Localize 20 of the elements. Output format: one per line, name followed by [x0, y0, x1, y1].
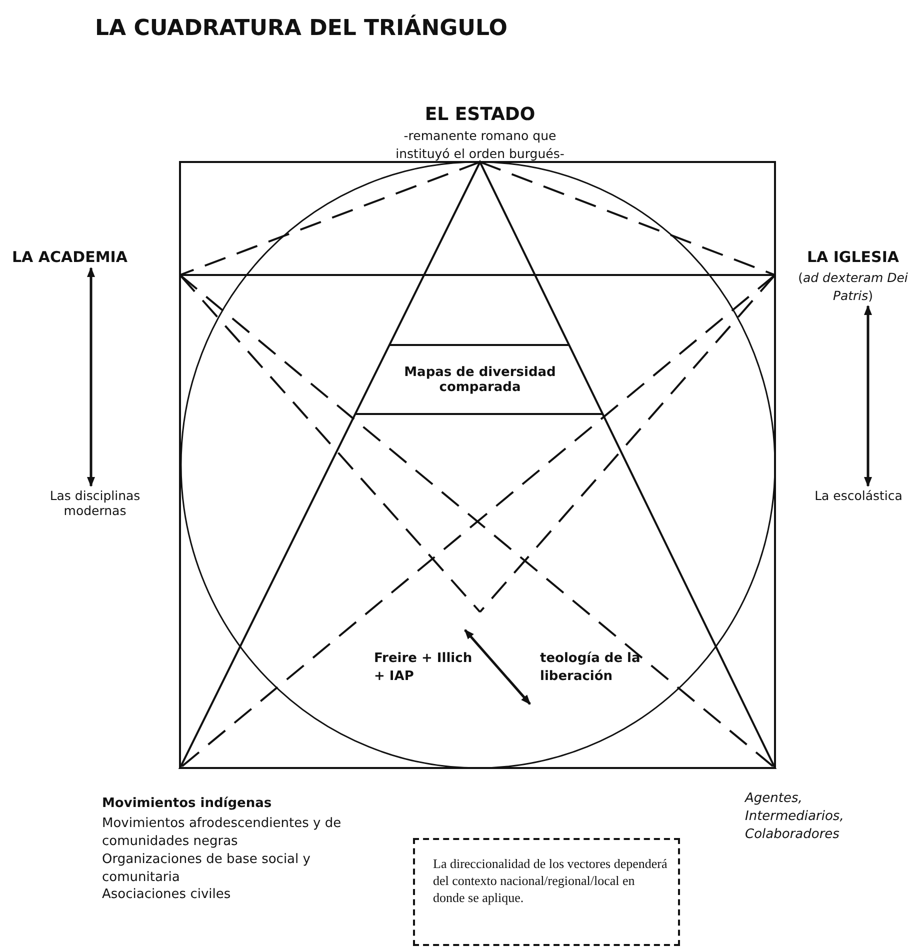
- double-arrow: [87, 267, 95, 487]
- group-heading: Movimientos indígenas: [102, 796, 273, 811]
- vertex-caption: Agentes, Intermediarios, Colaboradores: [745, 790, 845, 844]
- inner-label: teología de la liberación: [540, 650, 642, 686]
- node-label: LA ACADEMIA: [12, 248, 172, 266]
- band-label: Mapas de diversidad comparada: [390, 352, 570, 408]
- node-subtitle: (ad dexteram Dei Patris): [797, 269, 909, 304]
- inner-label: Freire + Illich + IAP: [374, 650, 474, 686]
- node-label: Las disciplinas modernas: [20, 488, 170, 518]
- vertex-heading: EL ESTADO: [424, 104, 536, 125]
- group-item: Asociaciones civiles: [102, 887, 232, 902]
- double-arrow: [864, 305, 872, 487]
- vertex-subtitle: -remanente romano que instituyó el orden burgués-: [394, 127, 566, 164]
- node-label: La escolástica: [800, 488, 917, 503]
- note-text: La direccionalidad de los vectores dependerá del contexto nacional/regional/local en donde se aplique.: [433, 856, 668, 907]
- group-item: Organizaciones de base social y comunitaria: [102, 851, 312, 886]
- node-heading: LA IGLESIA: [806, 248, 900, 266]
- note-box: [413, 838, 680, 946]
- group-item: Movimientos afrodescendientes y de comunidades negras: [102, 815, 342, 850]
- diagram-title: LA CUADRATURA DEL TRIÁNGULO: [95, 16, 508, 41]
